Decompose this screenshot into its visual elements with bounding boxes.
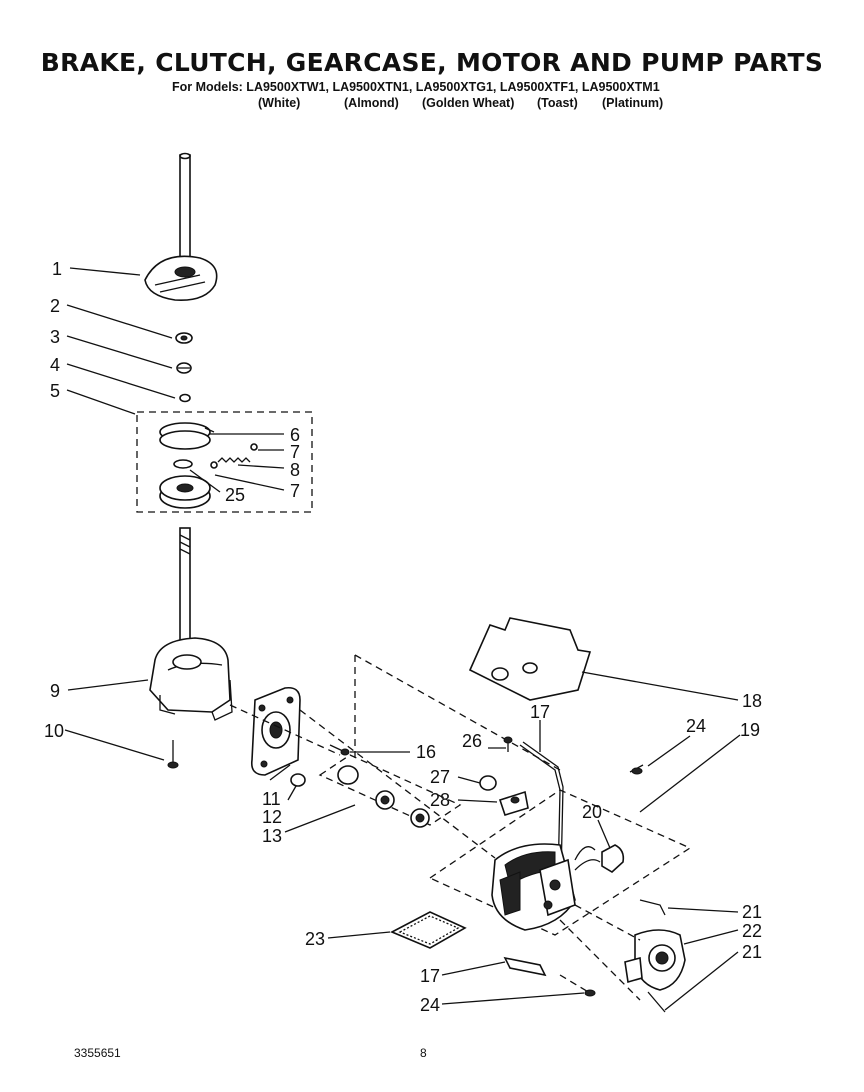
connector-20 (601, 844, 625, 873)
document-number: 3355651 (74, 1046, 121, 1060)
callout-26: 26 (462, 731, 482, 751)
washer-25 (173, 459, 193, 469)
lower-shaft (179, 527, 191, 654)
callout-19: 19 (740, 720, 760, 740)
color-label: (White) (258, 96, 301, 110)
strap-17 (503, 956, 547, 977)
callout-8: 8 (290, 460, 300, 480)
clip-26 (503, 736, 513, 752)
callout-1: 1 (52, 259, 62, 279)
pump (624, 929, 686, 991)
callout-6: 6 (290, 425, 300, 445)
callout-9: 9 (50, 681, 60, 701)
wire-harness (519, 741, 564, 881)
clamps-21 (639, 899, 666, 1013)
callout-7a: 7 (290, 442, 300, 462)
nut-12 (290, 773, 306, 787)
coupling-parts (337, 765, 430, 828)
callout-10: 10 (44, 721, 64, 741)
gearcase (149, 637, 233, 721)
mounting-plate (250, 686, 301, 776)
callout-18: 18 (742, 691, 762, 711)
callout-3: 3 (50, 327, 60, 347)
callout-22: 22 (742, 921, 762, 941)
callout-5: 5 (50, 381, 60, 401)
callout-20: 20 (582, 802, 602, 822)
callout-12: 12 (262, 807, 282, 827)
callout-25: 25 (225, 485, 245, 505)
model-colors: (White) (Almond) (Golden Wheat) (Toast) … (0, 96, 864, 112)
color-label: (Golden Wheat) (422, 96, 515, 110)
brake-assembly-box (136, 411, 313, 513)
ring-4 (179, 393, 191, 403)
screw-10 (167, 740, 179, 769)
callout-27: 27 (430, 767, 450, 787)
callout-16: 16 (416, 742, 436, 762)
callout-2: 2 (50, 296, 60, 316)
washer-3 (176, 362, 192, 374)
callout-24b: 24 (420, 995, 440, 1015)
brake-drum (159, 475, 211, 509)
callout-4: 4 (50, 355, 60, 375)
callout-7b: 7 (290, 481, 300, 501)
drive-motor (491, 843, 576, 931)
color-label: (Toast) (537, 96, 578, 110)
callout-23: 23 (305, 929, 325, 949)
screw-16 (329, 744, 350, 756)
model-list: For Models: LA9500XTW1, LA9500XTN1, LA95… (172, 80, 660, 94)
motor-gasket (468, 617, 592, 701)
callout-17a: 17 (530, 702, 550, 722)
brake-band (159, 422, 215, 450)
washer-2 (175, 332, 193, 344)
callout-11: 11 (262, 789, 281, 809)
callout-17b: 17 (420, 966, 440, 986)
color-label: (Almond) (344, 96, 399, 110)
page-title: BRAKE, CLUTCH, GEARCASE, MOTOR AND PUMP … (40, 48, 824, 77)
motor-wires (574, 846, 601, 871)
page-number: 8 (420, 1046, 427, 1060)
bushing-27 (479, 775, 497, 791)
coupling-box (318, 754, 462, 826)
clamp-28 (498, 790, 529, 816)
screw-24-top (629, 764, 644, 775)
spring-8 (210, 443, 258, 469)
brake-cam (144, 255, 218, 302)
callout-13: 13 (262, 826, 282, 846)
filter-pad (390, 911, 467, 949)
callout-21b: 21 (742, 942, 762, 962)
color-label: (Platinum) (602, 96, 664, 110)
callout-24a: 24 (686, 716, 706, 736)
callout-28: 28 (430, 790, 450, 810)
screw-24-bottom (559, 974, 596, 997)
upper-shaft (179, 152, 191, 271)
callout-21a: 21 (742, 902, 762, 922)
